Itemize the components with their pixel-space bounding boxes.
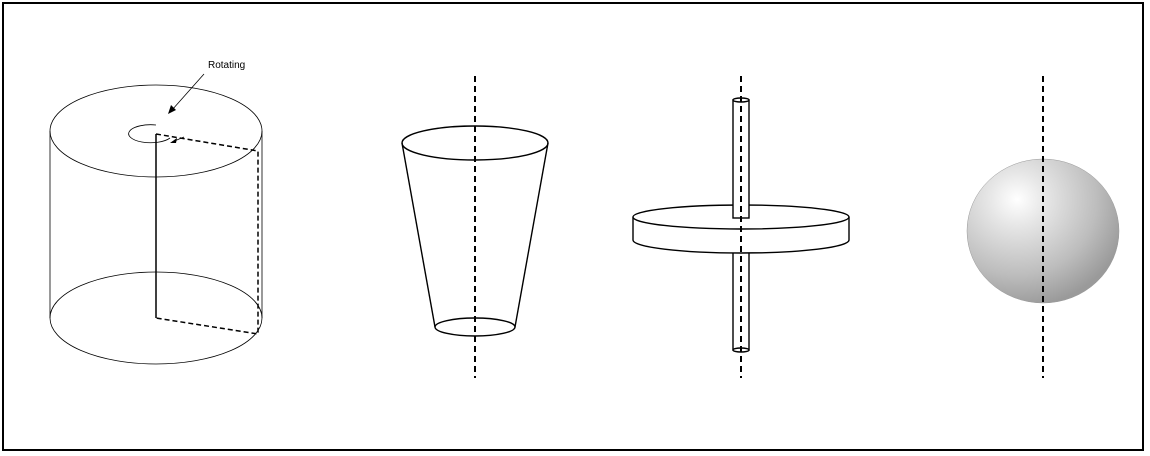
rotating-label: Rotating xyxy=(208,60,245,71)
plane-arrow-head xyxy=(170,138,177,143)
disk-figure xyxy=(632,76,850,378)
rotating-plane-outline xyxy=(155,133,259,335)
cone-left-side xyxy=(401,142,436,328)
cone-figure xyxy=(401,76,549,378)
rotating-arrow-shaft xyxy=(171,73,205,111)
cylinder-figure: Rotating xyxy=(49,60,263,365)
sphere-figure xyxy=(966,76,1120,378)
figure-frame xyxy=(2,2,1144,451)
cone-right-side xyxy=(514,142,549,328)
inner-rotation-circle xyxy=(128,124,171,144)
rotating-arrow-head xyxy=(168,105,176,114)
